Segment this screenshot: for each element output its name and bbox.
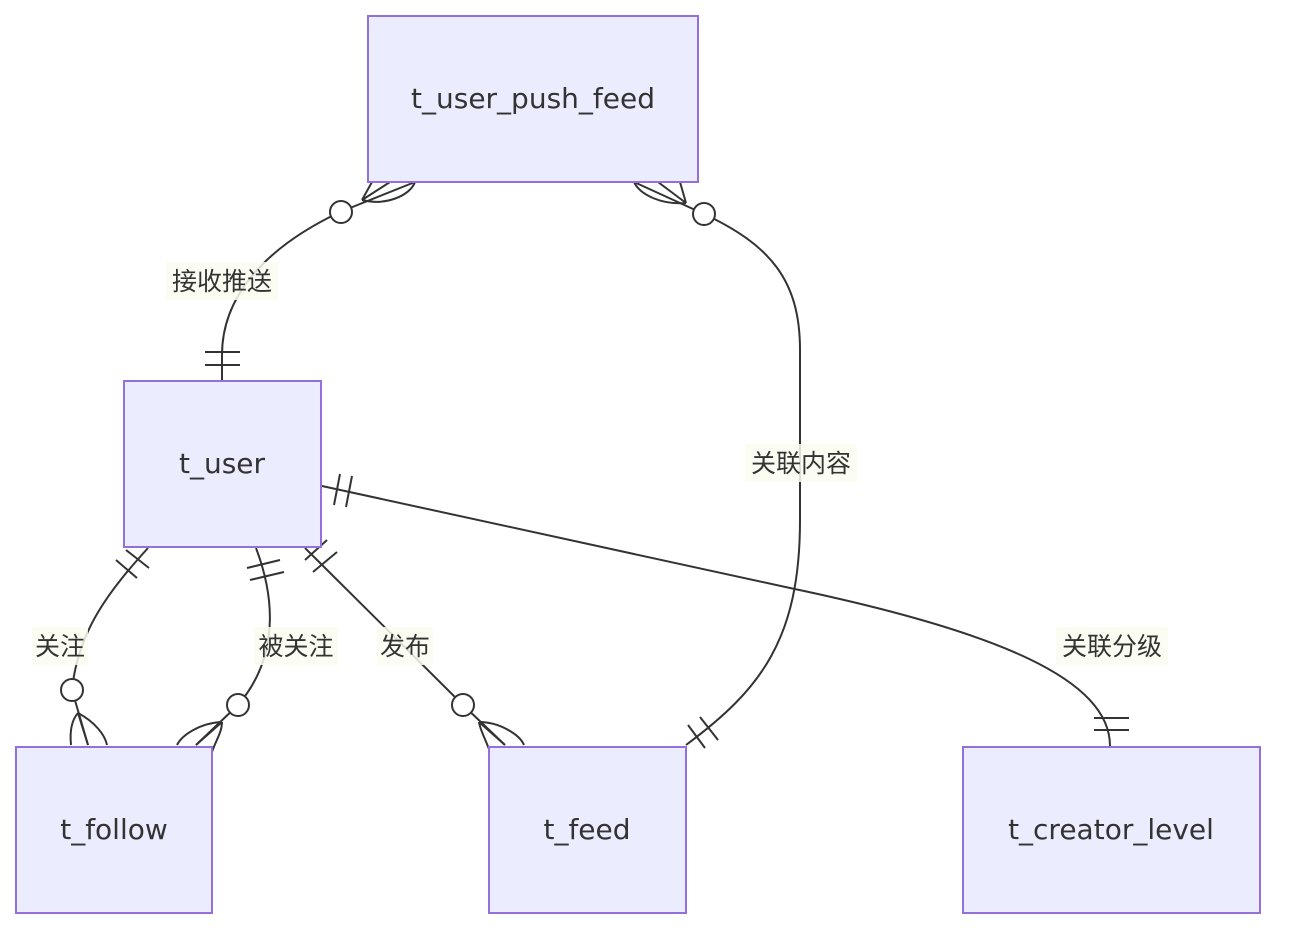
rel-label-publish: 发布: [380, 632, 430, 661]
entity-name: t_creator_level: [1008, 813, 1214, 846]
rel-label-followed: 被关注: [258, 632, 333, 661]
entity-box[interactable]: [962, 746, 1261, 914]
entity-box[interactable]: [488, 746, 687, 914]
crows-foot-marker: [633, 181, 687, 205]
label-bg: [254, 627, 338, 665]
label-bg: [1056, 627, 1168, 665]
entity-t-user-push-feed[interactable]: t_user_push_feed: [367, 15, 699, 183]
zero-marker: [226, 693, 250, 717]
entity-name: t_user: [179, 447, 266, 480]
crows-foot-marker: [69, 712, 108, 746]
one-marker: [1094, 717, 1129, 731]
rel-label-creator-level: 关联分级: [1062, 632, 1162, 661]
edge-user-creator-level: [321, 485, 1111, 747]
entity-name: t_follow: [60, 813, 168, 846]
entity-t-creator-level[interactable]: t_creator_level: [962, 746, 1261, 914]
rel-label-follow: 关注: [35, 632, 85, 661]
one-marker: [205, 351, 240, 366]
zero-marker: [451, 693, 475, 717]
one-marker: [246, 559, 285, 581]
entity-t-follow[interactable]: t_follow: [15, 746, 213, 914]
zero-marker: [60, 678, 84, 702]
zero-marker: [329, 200, 353, 224]
rel-label-receive-push: 接收推送: [172, 267, 272, 296]
label-bg: [166, 262, 278, 300]
crows-foot-marker: [361, 181, 416, 203]
entity-name: t_feed: [543, 813, 630, 846]
one-marker: [304, 539, 338, 573]
entity-box[interactable]: [367, 15, 699, 183]
entity-box[interactable]: [15, 746, 213, 914]
cardinality-markers: [60, 181, 1129, 753]
one-marker: [115, 549, 150, 579]
one-marker: [333, 473, 353, 508]
crows-foot-marker: [176, 721, 223, 753]
label-bg: [32, 627, 88, 665]
label-bg: [745, 444, 857, 482]
one-marker: [687, 716, 719, 749]
rel-label-related-content: 关联内容: [751, 449, 851, 478]
entity-t-feed[interactable]: t_feed: [488, 746, 687, 914]
label-bg: [377, 627, 433, 665]
entity-box[interactable]: [123, 380, 322, 548]
entity-t-user[interactable]: t_user: [123, 380, 322, 548]
zero-marker: [692, 202, 716, 226]
entity-name: t_user_push_feed: [411, 82, 655, 115]
relationship-labels: 接收推送 关联内容 关注 被关注 发布 关联分级: [32, 262, 1168, 665]
edge-feed-push-feed: [633, 181, 801, 746]
